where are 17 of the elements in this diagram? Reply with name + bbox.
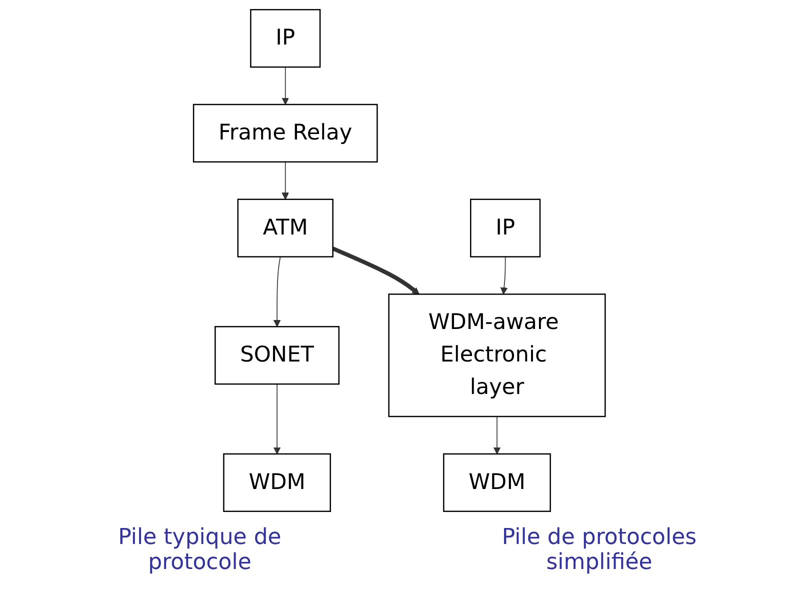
arrow (500, 256, 508, 294)
caption-text: Pile de protocoles simplifiée (500, 525, 698, 575)
node-box: Frame Relay (193, 103, 378, 162)
node-box: IP (250, 8, 321, 68)
caption-text: Pile typique de protocole (117, 525, 282, 575)
node-box: ATM (237, 198, 334, 257)
node-box: WDM (223, 452, 332, 512)
node-box: IP (470, 198, 541, 257)
arrow (493, 416, 501, 454)
node-box: WDM-aware Electronic layer (388, 293, 606, 417)
node-box: WDM (443, 452, 552, 512)
node-box: SONET (214, 326, 340, 384)
arrow (332, 246, 420, 294)
arrow (282, 161, 290, 200)
arrow (274, 383, 281, 454)
arrow (282, 66, 290, 104)
arrow (274, 256, 281, 326)
